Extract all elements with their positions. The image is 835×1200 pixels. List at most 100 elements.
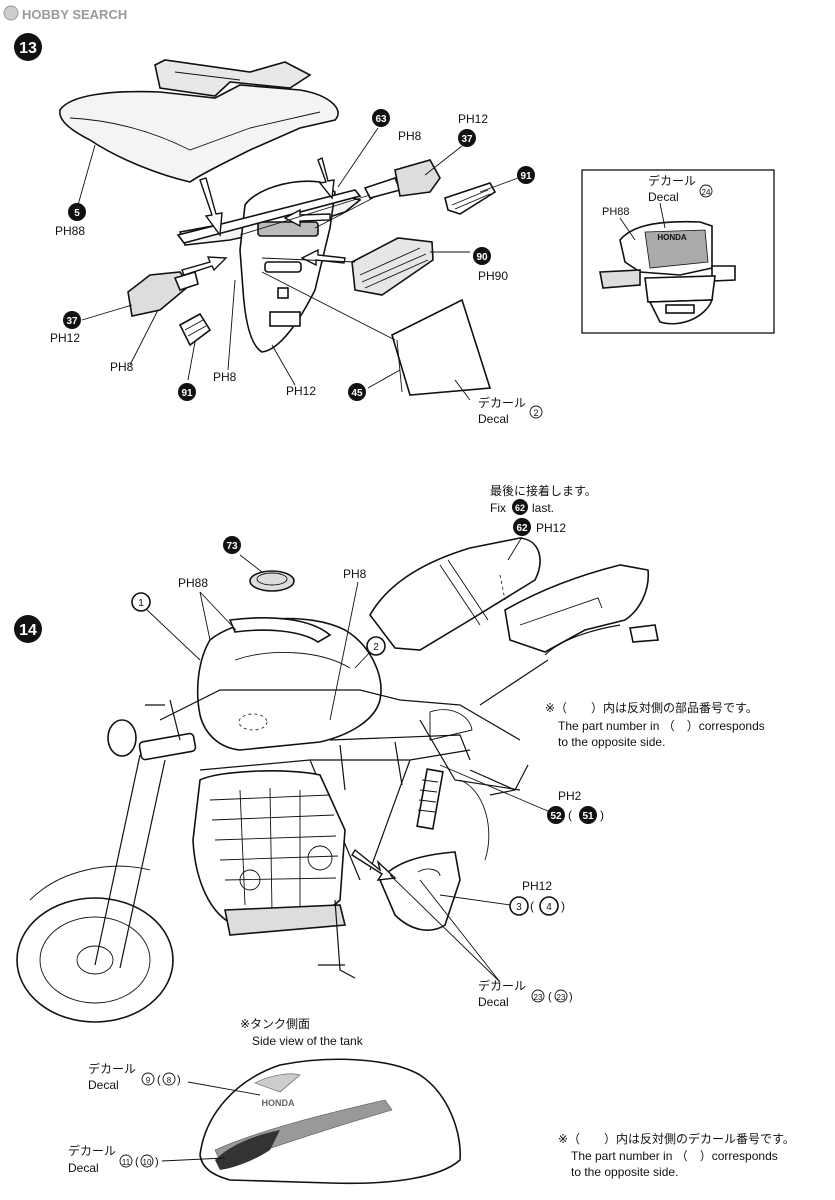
callout-2: 2: [366, 636, 386, 656]
paint-code: PH8: [398, 129, 422, 143]
svg-text:(: (: [157, 1074, 161, 1086]
paint-code: PH8: [110, 360, 134, 374]
seat-assembly: [369, 536, 659, 653]
step-13-number: 13: [19, 40, 37, 57]
step-13-badge: [14, 33, 42, 61]
tank-heading-jp: ※タンク側面: [240, 1017, 310, 1031]
paint-code: PH88: [602, 206, 630, 218]
inset-decal-jp: デカール: [648, 173, 696, 188]
paren: ): [600, 808, 604, 822]
paint-code: PH12: [522, 879, 552, 893]
svg-text:73: 73: [226, 541, 238, 552]
tank-decal1-jp: デカール: [88, 1061, 136, 1076]
decal-number: 2: [533, 408, 538, 418]
tank-decal2-number: 11: [122, 1158, 131, 1167]
tank-decal1-en: Decal: [88, 1078, 119, 1092]
paint-code: PH90: [478, 269, 508, 283]
paint-code: PH2: [558, 789, 582, 803]
paint-code: PH12: [458, 112, 488, 126]
tank-decal1-opposite: 8: [167, 1076, 172, 1085]
tank-side-view: ※タンク側面 Side view of the tank HONDA デカール …: [68, 1017, 461, 1185]
opposite-side-note-en-1: The part number in （ ）corresponds: [558, 719, 765, 733]
step-14: 1 4 最後に接着します。 Fix 62 last. 62 PH12: [14, 483, 795, 1185]
fix-note-en-prefix: Fix: [490, 501, 506, 515]
callout-45: 45: [348, 383, 366, 401]
svg-text:51: 51: [582, 811, 594, 822]
callout-73: 73: [223, 536, 241, 554]
watermark: HOBBY SEARCH: [3, 5, 127, 22]
decal-number-circle: [529, 405, 543, 419]
turn-signal-right: [363, 159, 497, 215]
decal-opposite-note-jp: ※（ ）内は反対側のデカール番号です。: [558, 1131, 795, 1146]
grab-rail: [469, 764, 529, 796]
callout-91-left: 91: [178, 383, 196, 401]
paint-code: PH88: [55, 224, 85, 238]
leader-lines-14: [144, 581, 551, 983]
inset-decal-en: Decal: [648, 190, 679, 204]
svg-text:63: 63: [375, 114, 387, 125]
svg-text:2: 2: [373, 642, 379, 653]
svg-text:37: 37: [66, 316, 78, 327]
svg-text:90: 90: [476, 252, 488, 263]
watermark-text: HOBBY SEARCH: [22, 7, 127, 22]
bracket-part-63: [176, 189, 362, 244]
svg-text:(: (: [135, 1156, 139, 1168]
inset-decal-number: 24: [702, 188, 711, 197]
rear-wheel: [416, 768, 490, 861]
callout-52: 52: [547, 806, 565, 824]
kickstand: [318, 899, 356, 979]
turn-signal-left: [127, 270, 212, 347]
svg-text:): ): [569, 991, 573, 1003]
svg-text:62: 62: [515, 503, 525, 513]
svg-text:): ): [155, 1156, 159, 1168]
tank-decal1-number: 9: [146, 1076, 151, 1085]
svg-text:37: 37: [461, 134, 473, 145]
step-13: 13: [14, 33, 775, 426]
svg-text:91: 91: [181, 388, 193, 399]
svg-text:1: 1: [138, 598, 144, 609]
decal-opposite-note-en-1: The part number in （ ）corresponds: [571, 1149, 778, 1163]
license-light-part-90: [351, 237, 434, 296]
front-wheel: [16, 699, 197, 1023]
decal-label-jp: デカール: [478, 395, 526, 410]
seat-cowl-part: [59, 59, 339, 183]
callout-62: 62: [513, 518, 531, 536]
license-plate-part-45: [391, 298, 492, 396]
paint-code: PH88: [178, 576, 208, 590]
decal-opposite-note-en-2: to the opposite side.: [571, 1165, 678, 1179]
tank-decal2-jp: デカール: [68, 1143, 116, 1158]
callout-91-right: 91: [517, 166, 535, 184]
paint-code: PH12: [286, 384, 316, 398]
paint-code: PH12: [50, 331, 80, 345]
step-14-badge: [14, 615, 42, 643]
svg-text:52: 52: [550, 811, 562, 822]
callout-4: 4: [539, 896, 559, 916]
callout-63: 63: [372, 109, 390, 127]
paint-code: PH8: [213, 370, 237, 384]
fix-note-en-suffix: last.: [532, 501, 554, 515]
callout-37-right: 37: [458, 129, 476, 147]
inset-brand: HONDA: [657, 233, 687, 242]
paint-code: PH12: [536, 521, 566, 535]
seat-rail: [479, 624, 621, 706]
fix-note-jp: 最後に接着します。: [490, 483, 597, 498]
svg-text:(: (: [548, 991, 552, 1003]
svg-text:): ): [177, 1074, 181, 1086]
decal-number: 23: [534, 993, 543, 1002]
callout-90: 90: [473, 247, 491, 265]
tank-heading-en: Side view of the tank: [252, 1034, 364, 1048]
svg-text:5: 5: [74, 208, 80, 219]
fix-note-callout: 62: [512, 499, 528, 515]
svg-text:45: 45: [351, 388, 363, 399]
opposite-side-note-en-2: to the opposite side.: [558, 735, 665, 749]
leader-lines-13: [77, 127, 519, 401]
decal-label-en: Decal: [478, 412, 509, 426]
decal-number-circle: [531, 989, 545, 1003]
side-cover-part-3: [351, 848, 461, 931]
callout-37-left: 37: [63, 311, 81, 329]
tank-brand: HONDA: [262, 1098, 295, 1108]
callout-5: 5: [68, 203, 86, 221]
decal-label-en: Decal: [478, 995, 509, 1009]
svg-text:91: 91: [520, 171, 532, 182]
